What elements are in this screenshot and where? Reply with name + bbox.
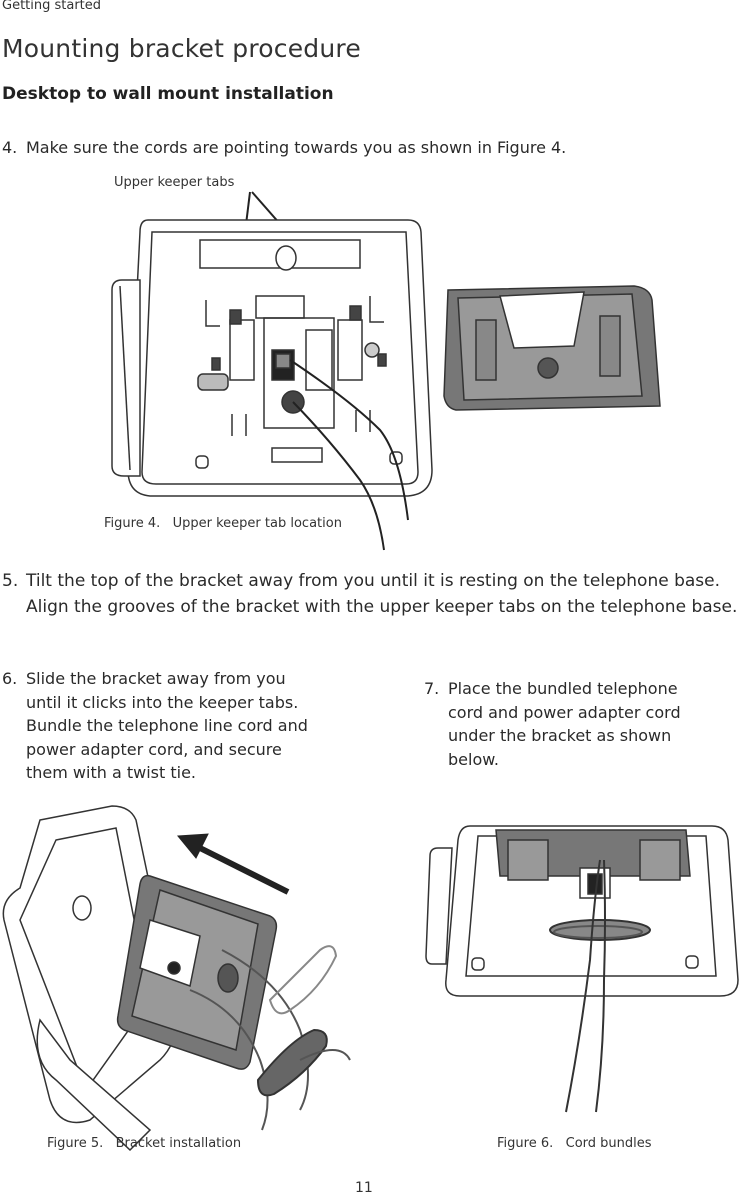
step-text: Tilt the top of the bracket away from yo…: [26, 571, 738, 617]
step-number: 4.: [2, 138, 18, 157]
step-number: 5.: [2, 571, 19, 591]
telephone-base-fig4: [111, 219, 433, 497]
telephone-base-fig6: [425, 825, 739, 997]
step-number: 6.: [2, 669, 18, 688]
coiled-cords-fig6: [549, 859, 651, 1113]
figure-5-caption: Figure 5. Bracket installation: [47, 1136, 242, 1151]
bracket-fig5: [116, 874, 278, 1070]
bracket-fig6: [495, 829, 691, 899]
step-6: 6. Slide the bracket away from you until…: [2, 667, 322, 785]
cords-fig4: [289, 359, 409, 551]
step-text: Slide the bracket away from you until it…: [26, 669, 308, 782]
page-number: 11: [355, 1180, 373, 1196]
step-number: 7.: [424, 679, 440, 698]
figure-4-callout: Upper keeper tabs: [114, 175, 235, 190]
bracket-fig4: [443, 285, 661, 411]
figure-4-caption: Figure 4. Upper keeper tab location: [104, 516, 342, 531]
step-5: 5. Tilt the top of the bracket away from…: [2, 568, 739, 620]
step-text: Place the bundled telephone cord and pow…: [448, 679, 681, 769]
telephone-base-fig5: [2, 805, 178, 1152]
section-subtitle: Desktop to wall mount installation: [2, 84, 334, 104]
step-4: 4. Make sure the cords are pointing towa…: [2, 136, 722, 160]
section-label: Getting started: [2, 0, 102, 13]
figure-4-illustration: [111, 191, 661, 551]
page-title: Mounting bracket procedure: [2, 34, 361, 63]
step-text: Make sure the cords are pointing towards…: [26, 138, 567, 157]
bracket-arrow-fig5: [176, 833, 290, 895]
figure-6-caption: Figure 6. Cord bundles: [497, 1136, 652, 1151]
step-7: 7. Place the bundled telephone cord and …: [424, 677, 714, 771]
coiled-cords-fig5: [189, 945, 351, 1131]
